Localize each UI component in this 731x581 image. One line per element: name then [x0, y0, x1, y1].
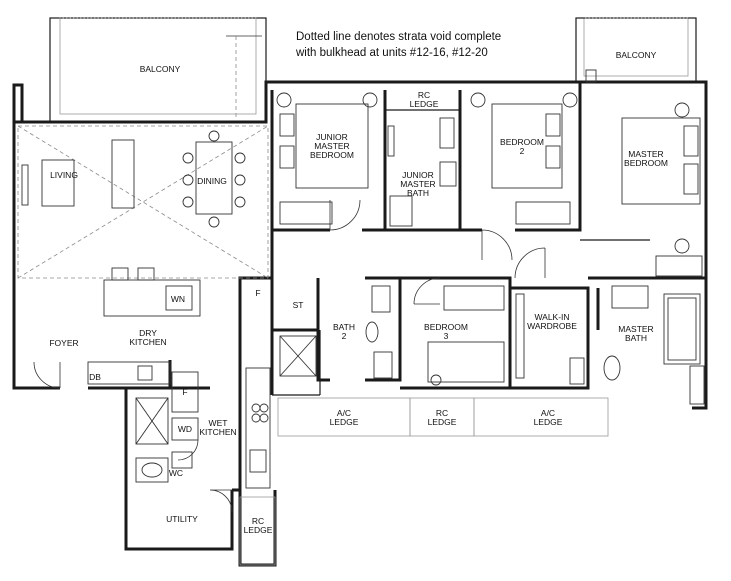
label-wc: WC: [169, 468, 183, 478]
label-jmb-2: MASTER: [314, 141, 349, 151]
label-wn: WN: [171, 294, 185, 304]
dining-table: [182, 130, 246, 228]
label-wet-kitchen-1: WET: [209, 418, 228, 428]
label-rc-ledge-top-2: LEDGE: [410, 99, 439, 109]
door-swings: [33, 199, 546, 513]
label-st: ST: [293, 300, 304, 310]
label-ac-ledge-right-1: A/C: [541, 408, 555, 418]
label-ac-ledge-right-2: LEDGE: [534, 417, 563, 427]
label-bath2-1: BATH: [333, 322, 355, 332]
void-note-line2: with bulkhead at units #12-16, #12-20: [295, 47, 488, 59]
label-dining: DINING: [197, 176, 227, 186]
label-rc-ledge-top-1: RC: [418, 90, 430, 100]
label-utility: UTILITY: [166, 514, 198, 524]
label-foyer: FOYER: [49, 338, 78, 348]
label-jmbath-1: JUNIOR: [402, 170, 434, 180]
label-wd: WD: [178, 424, 192, 434]
living-furniture: [21, 139, 135, 209]
kitchen-island: [103, 267, 201, 317]
strata-void-outline: [17, 35, 269, 279]
label-ac-ledge-left-1: A/C: [337, 408, 351, 418]
label-f-kitchen: F: [182, 387, 187, 397]
label-balcony-right: BALCONY: [616, 50, 657, 60]
label-wiw-1: WALK-IN: [534, 312, 569, 322]
bedroom2-bed: [470, 92, 578, 225]
label-jmb-1: JUNIOR: [316, 132, 348, 142]
label-master-bedroom-2: BEDROOM: [624, 158, 668, 168]
label-master-bedroom-1: MASTER: [628, 149, 663, 159]
master-bed: [585, 69, 703, 277]
label-rc-ledge-mid-1: RC: [436, 408, 448, 418]
junior-master-bath-fixtures: [387, 117, 457, 227]
label-master-bath-1: MASTER: [618, 324, 653, 334]
bedroom-walls: [270, 90, 650, 241]
label-bath2-2: 2: [342, 331, 347, 341]
utility-fixtures: [135, 397, 169, 483]
label-f-top: F: [255, 288, 260, 298]
wet-kitchen-fixtures: [171, 367, 271, 489]
label-bedroom3-2: 3: [444, 331, 449, 341]
label-bedroom3-1: BEDROOM: [424, 322, 468, 332]
bedroom3-bed: [427, 285, 505, 386]
label-bedroom2-2: 2: [520, 146, 525, 156]
junior-master-bed: [276, 92, 378, 225]
dry-kitchen-counter: [87, 361, 171, 385]
label-jmbath-3: BATH: [407, 188, 429, 198]
wardrobe-fixtures: [515, 293, 585, 385]
label-rc-ledge-bottom-1: RC: [252, 516, 264, 526]
master-bath-fixtures: [603, 285, 705, 405]
void-note-line1: Dotted line denotes strata void complete: [296, 31, 501, 43]
exterior-walls: [12, 80, 708, 567]
label-wiw-2: WARDROBE: [527, 321, 577, 331]
label-dry-kitchen-2: KITCHEN: [129, 337, 166, 347]
label-rc-ledge-bottom-2: LEDGE: [244, 525, 273, 535]
label-dry-kitchen-1: DRY: [139, 328, 157, 338]
label-master-bath-2: BATH: [625, 333, 647, 343]
label-jmbath-2: MASTER: [400, 179, 435, 189]
ledges: [239, 397, 609, 566]
label-balcony-left: BALCONY: [140, 64, 181, 74]
label-wet-kitchen-2: KITCHEN: [199, 427, 236, 437]
label-bedroom2-1: BEDROOM: [500, 137, 544, 147]
label-db: DB: [89, 372, 101, 382]
label-jmb-3: BEDROOM: [310, 150, 354, 160]
label-living: LIVING: [50, 170, 78, 180]
bath2-fixtures: [279, 285, 393, 379]
label-ac-ledge-left-2: LEDGE: [330, 417, 359, 427]
label-rc-ledge-mid-2: LEDGE: [428, 417, 457, 427]
